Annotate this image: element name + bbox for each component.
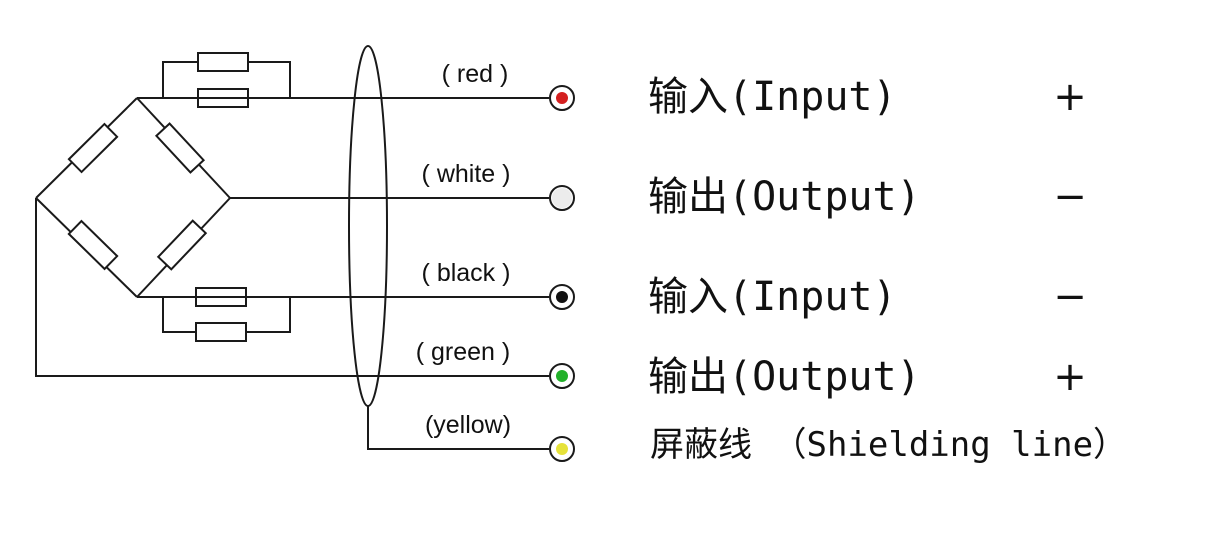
wire-label-yellow: (yellow) [425,411,511,439]
pin-label-input-negative: 输入(Input) [648,274,897,320]
sign-input-positive: + [1053,74,1087,120]
pin-label-output-negative: 输出(Output) [648,174,921,220]
terminal-dot-green [556,370,568,382]
wire-yellow [367,406,549,450]
pin-label-input-positive: 输入(Input) [648,74,897,120]
terminal-dot-black [556,291,568,303]
terminal-dot-white [552,188,572,208]
resistor-top-upper [197,52,249,72]
sign-output-negative: − [1053,174,1087,220]
resistor-top-left [67,122,119,174]
terminal-white [549,185,575,211]
sign-output-positive: + [1053,354,1087,400]
terminal-green [549,363,575,389]
terminal-dot-yellow [556,443,568,455]
pin-label-shielding-line: 屏蔽线 （Shielding line） [650,425,1127,465]
sign-input-negative: − [1053,274,1087,320]
terminal-black [549,284,575,310]
resistor-bottom-lower [195,322,247,342]
wire-label-red: ( red ) [442,60,509,88]
pin-label-output-positive: 输出(Output) [648,354,921,400]
terminal-yellow [549,436,575,462]
wire-label-white: ( white ) [422,160,511,188]
terminal-dot-red [556,92,568,104]
resistor-bottom-right [156,219,208,271]
cable-shield-ellipse [348,45,388,407]
terminal-red [549,85,575,111]
resistor-top-right [154,122,206,174]
wire-label-green: ( green ) [416,338,510,366]
resistor-bottom-left [67,219,119,271]
wire-label-black: ( black ) [422,259,511,287]
